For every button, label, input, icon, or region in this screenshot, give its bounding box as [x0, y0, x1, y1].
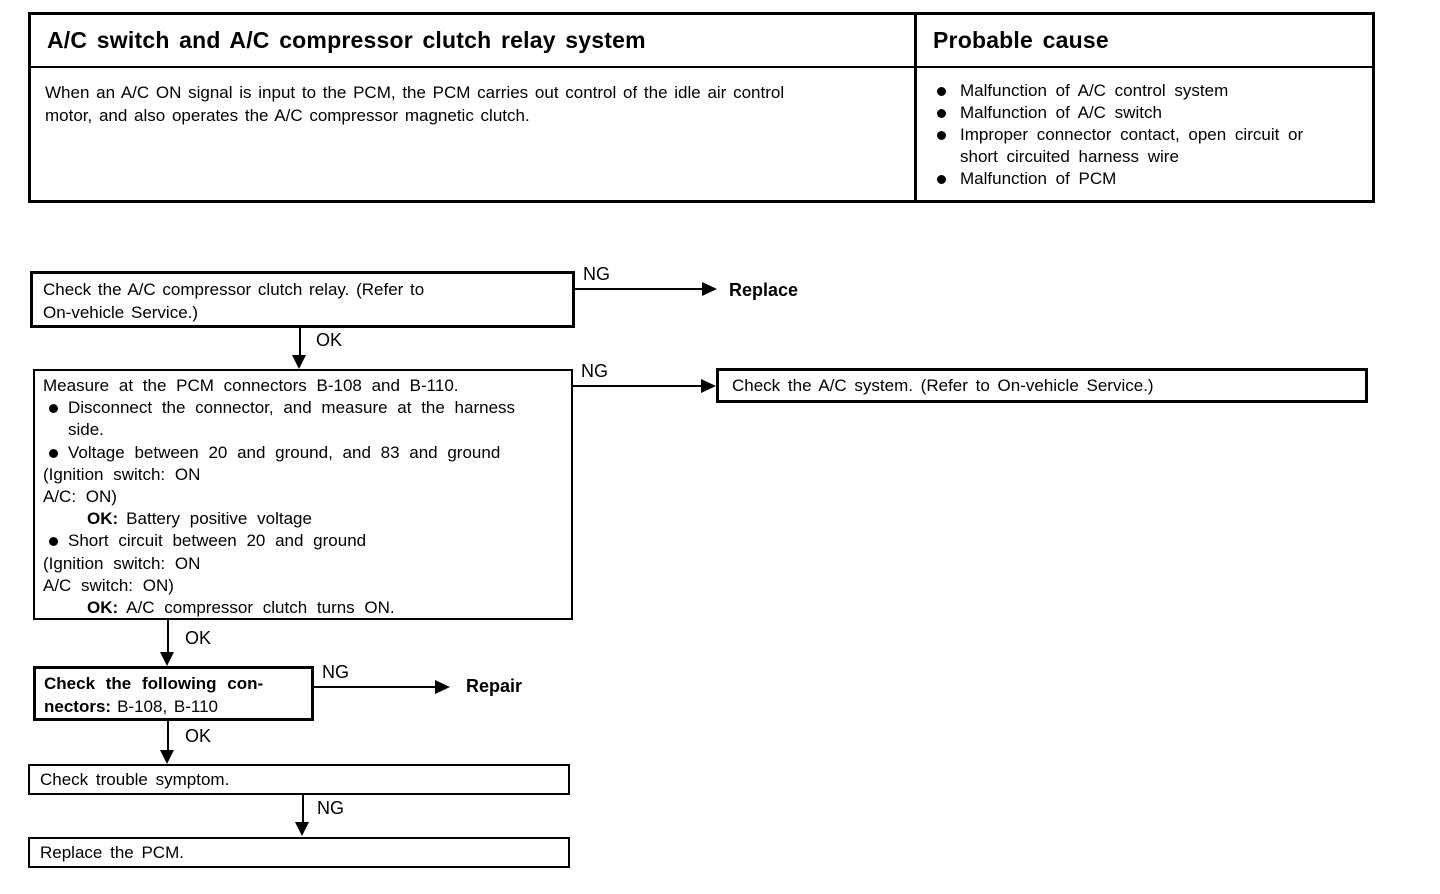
condition-line: (Ignition switch: ON	[43, 464, 201, 484]
bold-text: nectors:	[44, 697, 112, 716]
arrowhead-right-icon	[701, 379, 716, 393]
arrowhead-down-icon	[295, 822, 309, 836]
cause-text: Malfunction of A/C control system	[960, 81, 1229, 100]
connector-ids: B-108, B-110	[117, 697, 218, 716]
ok-prefix: OK:	[87, 598, 119, 618]
bullet-icon	[937, 87, 946, 96]
description-line: When an A/C ON signal is input to the PC…	[45, 83, 785, 102]
probable-cause-title: Probable cause	[933, 27, 1109, 53]
step-title: Measure at the PCM connectors B-108 and …	[43, 376, 459, 395]
condition-line: A/C switch: ON)	[43, 575, 174, 595]
bullet-icon	[49, 404, 58, 414]
bullet-text-line: Voltage between 20 and ground, and 83 an…	[68, 442, 501, 462]
cause-text: Improper connector contact, open circuit…	[960, 125, 1304, 144]
cause-text: Malfunction of A/C switch	[960, 103, 1162, 122]
repair-action: Repair	[466, 676, 523, 696]
connector-line	[575, 288, 703, 290]
connector-line	[299, 328, 301, 358]
ng-label: NG	[322, 662, 349, 682]
flow-step-replace-pcm: Replace the PCM.	[28, 837, 570, 868]
bullet-icon	[49, 448, 58, 458]
probable-cause-list-cell: Malfunction of A/C control system Malfun…	[917, 68, 1372, 200]
arrowhead-down-icon	[292, 355, 306, 369]
connector-line	[167, 721, 169, 750]
system-title: A/C switch and A/C compressor clutch rel…	[47, 27, 646, 53]
system-description: When an A/C ON signal is input to the PC…	[31, 68, 914, 127]
step-text-line: On-vehicle Service.)	[43, 303, 199, 322]
flow-step-check-connectors: Check the following con- nectors: B-108, …	[33, 666, 314, 721]
arrowhead-down-icon	[160, 750, 174, 764]
bullet-text-line: side.	[68, 420, 104, 440]
probable-cause-table: A/C switch and A/C compressor clutch rel…	[28, 12, 1375, 203]
description-line: motor, and also operates the A/C compres…	[45, 106, 530, 125]
ng-label: NG	[317, 798, 344, 818]
condition-line: A/C: ON)	[43, 487, 117, 507]
flow-step-check-trouble-symptom: Check trouble symptom.	[28, 764, 570, 795]
system-title-cell: A/C switch and A/C compressor clutch rel…	[31, 15, 917, 68]
step-bullet-item: Voltage between 20 and ground, and 83 an…	[43, 442, 563, 464]
ng-label: NG	[581, 361, 608, 381]
step-bullet-item: Short circuit between 20 and ground	[43, 530, 563, 552]
ok-text: Battery positive voltage	[126, 509, 312, 529]
bullet-icon	[49, 537, 58, 547]
step-text: Replace the PCM.	[40, 842, 184, 862]
ok-label: OK	[185, 628, 212, 648]
flow-result-check-ac-system: Check the A/C system. (Refer to On-vehic…	[716, 368, 1368, 403]
connector-line	[573, 385, 703, 387]
cause-item: Malfunction of A/C switch	[935, 102, 1360, 124]
ok-label: OK	[316, 330, 343, 350]
condition-line: (Ignition switch: ON	[43, 553, 201, 573]
bullet-icon	[937, 175, 946, 184]
step-text-line: Check the following con-	[44, 674, 264, 693]
bullet-icon	[937, 131, 946, 140]
connector-line	[302, 795, 304, 822]
step-text-line: nectors: B-108, B-110	[44, 695, 303, 718]
cause-text: Malfunction of PCM	[960, 169, 1117, 188]
cause-text: short circuited harness wire	[960, 147, 1179, 166]
bullet-icon	[937, 109, 946, 118]
flow-step-check-relay: Check the A/C compressor clutch relay. (…	[30, 271, 575, 328]
ok-result-line: OK: A/C compressor clutch turns ON.	[43, 597, 563, 619]
cause-item: Malfunction of PCM	[935, 168, 1360, 190]
step-bullet-item: Disconnect the connector, and measure at…	[43, 397, 563, 441]
system-description-cell: When an A/C ON signal is input to the PC…	[31, 68, 917, 200]
ok-text: A/C compressor clutch turns ON.	[126, 598, 395, 618]
result-text: Check the A/C system. (Refer to On-vehic…	[732, 375, 1154, 395]
cause-item: Malfunction of A/C control system	[935, 80, 1360, 102]
ok-result-line: OK: Battery positive voltage	[43, 508, 563, 530]
cause-item: Improper connector contact, open circuit…	[935, 124, 1360, 168]
bullet-text-line: Disconnect the connector, and measure at…	[68, 398, 516, 418]
flow-step-measure-pcm: Measure at the PCM connectors B-108 and …	[33, 369, 573, 620]
replace-action: Replace	[729, 280, 799, 300]
bullet-text-line: Short circuit between 20 and ground	[68, 531, 367, 551]
arrowhead-right-icon	[702, 282, 717, 296]
step-text-line: Check the A/C compressor clutch relay. (…	[43, 280, 425, 299]
arrowhead-right-icon	[435, 680, 450, 694]
ok-label: OK	[185, 726, 212, 746]
connector-line	[314, 686, 436, 688]
arrowhead-down-icon	[160, 652, 174, 666]
ng-label: NG	[583, 264, 610, 284]
connector-line	[167, 620, 169, 653]
ok-prefix: OK:	[87, 509, 119, 529]
probable-cause-header-cell: Probable cause	[917, 15, 1372, 68]
probable-cause-list: Malfunction of A/C control system Malfun…	[917, 68, 1372, 190]
step-text: Check trouble symptom.	[40, 769, 230, 789]
